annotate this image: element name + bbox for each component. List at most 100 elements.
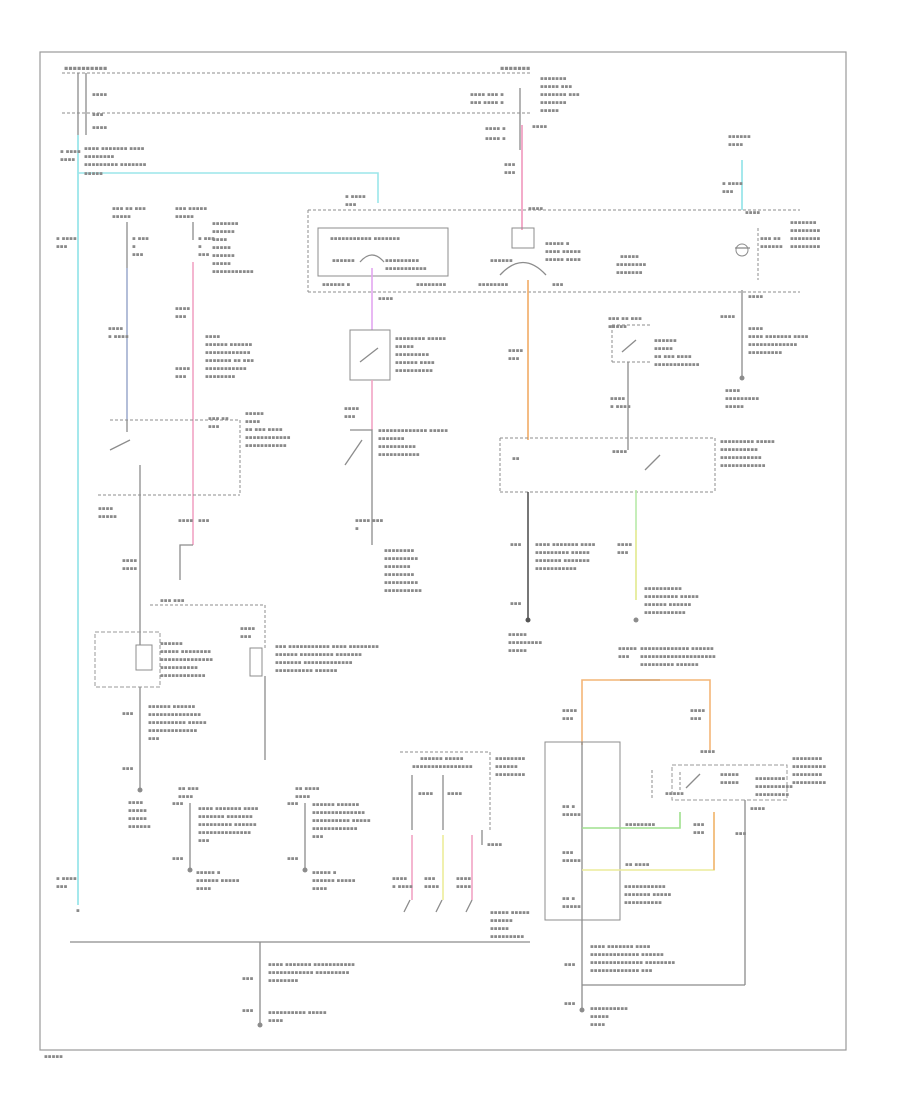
svg-text:▪▪▪: ▪▪▪ bbox=[693, 830, 705, 836]
svg-text:▪▪▪▪▪▪▪▪: ▪▪▪▪▪▪▪▪ bbox=[616, 262, 647, 268]
svg-text:▪ ▪▪▪▪: ▪ ▪▪▪▪ bbox=[392, 884, 413, 890]
svg-text:▪▪▪▪: ▪▪▪▪ bbox=[456, 884, 471, 890]
svg-text:▪▪▪▪▪▪▪▪▪▪ ▪▪▪▪▪▪: ▪▪▪▪▪▪▪▪▪▪ ▪▪▪▪▪▪ bbox=[275, 668, 338, 674]
svg-text:▪▪▪▪▪▪▪▪▪▪▪ ▪▪▪▪▪▪▪: ▪▪▪▪▪▪▪▪▪▪▪ ▪▪▪▪▪▪▪ bbox=[330, 236, 400, 242]
svg-text:▪▪▪▪: ▪▪▪▪ bbox=[205, 334, 220, 340]
svg-text:▪▪▪▪▪▪ ▪▪▪▪▪▪: ▪▪▪▪▪▪ ▪▪▪▪▪▪ bbox=[205, 342, 252, 348]
svg-text:▪▪ ▪▪▪▪: ▪▪ ▪▪▪▪ bbox=[625, 862, 650, 868]
svg-text:▪▪▪▪: ▪▪▪▪ bbox=[456, 876, 471, 882]
svg-text:▪ ▪▪▪: ▪ ▪▪▪ bbox=[132, 236, 149, 242]
svg-text:▪▪▪▪: ▪▪▪▪ bbox=[378, 296, 393, 302]
svg-text:▪▪▪▪▪▪▪▪▪: ▪▪▪▪▪▪▪▪▪ bbox=[748, 350, 782, 356]
svg-text:▪▪▪▪▪ ▪: ▪▪▪▪▪ ▪ bbox=[196, 870, 221, 876]
svg-text:▪▪▪▪: ▪▪▪▪ bbox=[212, 237, 227, 243]
svg-text:▪▪▪▪▪: ▪▪▪▪▪ bbox=[212, 261, 231, 267]
svg-text:▪▪▪▪▪▪▪▪▪▪: ▪▪▪▪▪▪▪▪▪▪ bbox=[378, 444, 416, 450]
svg-text:▪▪▪▪▪▪▪: ▪▪▪▪▪▪▪ bbox=[540, 76, 567, 82]
svg-text:▪▪▪▪▪ ▪: ▪▪▪▪▪ ▪ bbox=[545, 241, 570, 247]
svg-text:▪▪▪▪ ▪▪▪▪▪▪▪ ▪▪▪▪▪▪▪▪▪▪▪: ▪▪▪▪ ▪▪▪▪▪▪▪ ▪▪▪▪▪▪▪▪▪▪▪ bbox=[268, 962, 355, 968]
svg-text:▪▪▪▪▪▪▪▪▪▪▪▪▪: ▪▪▪▪▪▪▪▪▪▪▪▪▪ bbox=[748, 342, 797, 348]
power-distribution-box: ▪▪▪▪▪▪▪▪▪▪ ▪▪▪▪▪▪▪ ▪▪▪▪ ▪▪▪ ▪▪▪▪ ▪▪▪▪ ▪▪… bbox=[62, 64, 580, 150]
svg-text:▪▪▪▪▪▪: ▪▪▪▪▪▪ bbox=[490, 918, 513, 924]
svg-text:▪: ▪ bbox=[132, 244, 136, 250]
svg-text:▪▪▪▪ ▪: ▪▪▪▪ ▪ bbox=[485, 136, 506, 142]
svg-text:▪▪▪: ▪▪▪ bbox=[242, 976, 254, 982]
svg-text:▪▪▪▪▪: ▪▪▪▪▪ bbox=[395, 344, 414, 350]
svg-text:▪▪▪▪: ▪▪▪▪ bbox=[92, 125, 107, 131]
svg-text:▪▪▪▪ ▪▪▪▪▪▪▪ ▪▪▪▪: ▪▪▪▪ ▪▪▪▪▪▪▪ ▪▪▪▪ bbox=[198, 806, 259, 812]
svg-text:▪▪▪▪▪▪▪: ▪▪▪▪▪▪▪ bbox=[378, 436, 405, 442]
svg-text:▪▪▪▪▪▪▪▪▪▪: ▪▪▪▪▪▪▪▪▪▪ bbox=[644, 586, 682, 592]
svg-text:▪▪▪▪: ▪▪▪▪ bbox=[748, 326, 763, 332]
svg-text:▪▪▪▪▪▪▪▪▪: ▪▪▪▪▪▪▪▪▪ bbox=[792, 764, 826, 770]
svg-text:▪▪▪▪: ▪▪▪▪ bbox=[700, 749, 715, 755]
lower-right-module: ▪▪▪▪ ▪▪▪ ▪▪▪▪ ▪▪▪ ▪▪ ▪ ▪▪▪▪▪ ▪▪▪ ▪▪▪▪▪ ▪… bbox=[544, 679, 826, 1028]
svg-text:▪▪▪▪▪ ▪: ▪▪▪▪▪ ▪ bbox=[312, 870, 337, 876]
svg-text:▪▪▪▪▪▪▪: ▪▪▪▪▪▪▪ bbox=[616, 270, 643, 276]
svg-text:▪▪▪▪▪ ▪▪▪: ▪▪▪▪▪ ▪▪▪ bbox=[540, 84, 572, 90]
svg-text:▪▪▪ ▪▪▪: ▪▪▪ ▪▪▪ bbox=[160, 598, 185, 604]
svg-text:▪▪ ▪▪▪: ▪▪ ▪▪▪ bbox=[178, 786, 199, 792]
svg-text:▪▪▪▪▪▪▪ ▪▪ ▪▪▪: ▪▪▪▪▪▪▪ ▪▪ ▪▪▪ bbox=[205, 358, 254, 364]
svg-text:▪▪▪▪▪ ▪▪▪▪: ▪▪▪▪▪ ▪▪▪▪ bbox=[545, 257, 581, 263]
svg-text:▪▪▪▪▪▪: ▪▪▪▪▪▪ bbox=[212, 253, 235, 259]
svg-text:▪▪▪▪▪▪▪▪▪▪▪▪▪▪: ▪▪▪▪▪▪▪▪▪▪▪▪▪▪ bbox=[160, 657, 213, 663]
svg-text:▪▪▪▪▪: ▪▪▪▪▪ bbox=[725, 404, 744, 410]
svg-text:▪▪▪▪▪▪▪▪▪: ▪▪▪▪▪▪▪▪▪ bbox=[755, 792, 789, 798]
svg-text:▪▪▪▪: ▪▪▪▪ bbox=[344, 406, 359, 412]
right-light-blue-circuit: ▪▪▪▪▪▪ ▪▪▪▪ ▪ ▪▪▪▪ ▪▪▪ bbox=[722, 134, 751, 210]
svg-text:▪▪▪: ▪▪▪ bbox=[344, 414, 356, 420]
svg-text:▪▪▪▪▪▪▪▪▪: ▪▪▪▪▪▪▪▪▪ bbox=[384, 580, 418, 586]
svg-text:▪▪▪: ▪▪▪ bbox=[56, 884, 68, 890]
svg-text:▪▪▪▪▪: ▪▪▪▪▪ bbox=[562, 904, 581, 910]
svg-text:▪▪▪: ▪▪▪ bbox=[312, 834, 324, 840]
svg-text:▪▪▪▪▪▪▪ ▪▪▪▪▪▪▪▪▪▪▪▪▪: ▪▪▪▪▪▪▪ ▪▪▪▪▪▪▪▪▪▪▪▪▪ bbox=[275, 660, 353, 666]
left-light-blue-circuit: ▪ ▪▪▪▪ ▪▪▪▪ ▪▪▪▪ ▪▪▪▪▪▪▪ ▪▪▪▪ ▪▪▪▪▪▪▪▪ ▪… bbox=[56, 135, 379, 914]
svg-text:▪▪▪▪▪▪ ▪▪▪▪▪▪▪▪▪ ▪▪▪▪▪▪▪: ▪▪▪▪▪▪ ▪▪▪▪▪▪▪▪▪ ▪▪▪▪▪▪▪ bbox=[275, 652, 362, 658]
multi-pin-connector: ▪▪▪▪▪▪ ▪▪▪▪▪ ▪▪▪▪▪▪▪▪▪▪▪▪▪▪▪▪ ▪▪▪▪ ▪▪▪▪ … bbox=[392, 751, 530, 940]
svg-text:▪▪▪▪▪▪▪▪ ▪▪▪▪▪: ▪▪▪▪▪▪▪▪ ▪▪▪▪▪ bbox=[395, 336, 446, 342]
svg-text:▪▪▪: ▪▪▪ bbox=[510, 542, 522, 548]
svg-text:▪▪▪▪▪▪▪▪▪▪▪▪▪▪: ▪▪▪▪▪▪▪▪▪▪▪▪▪▪ bbox=[148, 712, 201, 718]
svg-text:▪▪▪▪: ▪▪▪▪ bbox=[92, 92, 107, 98]
svg-text:▪▪▪▪▪▪▪▪▪▪: ▪▪▪▪▪▪▪▪▪▪ bbox=[384, 588, 422, 594]
svg-text:▪▪▪▪▪▪▪ ▪▪▪▪▪: ▪▪▪▪▪▪▪ ▪▪▪▪▪ bbox=[624, 892, 671, 898]
svg-text:▪▪▪: ▪▪▪ bbox=[564, 1001, 576, 1007]
svg-text:▪▪▪▪▪▪▪▪: ▪▪▪▪▪▪▪▪ bbox=[84, 154, 115, 160]
svg-text:▪▪ ▪▪▪▪: ▪▪ ▪▪▪▪ bbox=[295, 786, 320, 792]
svg-text:▪▪▪▪▪▪▪▪▪▪▪▪: ▪▪▪▪▪▪▪▪▪▪▪▪ bbox=[160, 673, 206, 679]
svg-text:▪▪▪▪▪▪▪▪: ▪▪▪▪▪▪▪▪ bbox=[792, 772, 823, 778]
svg-text:▪▪▪▪▪▪▪▪: ▪▪▪▪▪▪▪▪ bbox=[625, 822, 656, 828]
svg-text:▪▪▪: ▪▪▪ bbox=[198, 252, 210, 258]
svg-text:▪▪▪: ▪▪▪ bbox=[122, 766, 134, 772]
svg-text:▪▪▪▪ ▪▪▪▪▪: ▪▪▪▪ ▪▪▪▪▪ bbox=[545, 249, 581, 255]
svg-text:▪▪▪▪▪▪▪▪▪ ▪▪▪▪▪▪▪: ▪▪▪▪▪▪▪▪▪ ▪▪▪▪▪▪▪ bbox=[84, 162, 147, 168]
right-upper-column: ▪▪▪▪ ▪▪▪▪ ▪▪▪▪ ▪▪▪▪ ▪▪▪▪▪▪▪ ▪▪▪▪ ▪▪▪▪▪▪▪… bbox=[608, 290, 809, 450]
svg-text:▪▪▪▪▪▪▪▪▪▪▪▪: ▪▪▪▪▪▪▪▪▪▪▪▪ bbox=[654, 362, 700, 368]
svg-text:▪▪▪▪▪: ▪▪▪▪▪ bbox=[562, 812, 581, 818]
svg-text:▪▪▪▪▪▪▪: ▪▪▪▪▪▪▪ bbox=[500, 64, 530, 72]
svg-text:▪▪▪▪: ▪▪▪▪ bbox=[725, 388, 740, 394]
svg-text:▪▪▪▪▪▪▪▪▪▪▪: ▪▪▪▪▪▪▪▪▪▪▪ bbox=[212, 269, 254, 275]
svg-text:▪▪▪▪: ▪▪▪▪ bbox=[424, 884, 439, 890]
svg-text:▪▪▪▪▪▪▪▪▪▪▪▪: ▪▪▪▪▪▪▪▪▪▪▪▪ bbox=[205, 350, 251, 356]
svg-text:▪▪▪▪▪▪▪▪▪▪▪▪ ▪▪▪▪▪▪▪▪▪: ▪▪▪▪▪▪▪▪▪▪▪▪ ▪▪▪▪▪▪▪▪▪ bbox=[268, 970, 350, 976]
svg-text:▪▪▪ ▪▪: ▪▪▪ ▪▪ bbox=[760, 236, 781, 242]
svg-text:▪▪▪▪▪▪▪▪▪▪▪▪▪▪: ▪▪▪▪▪▪▪▪▪▪▪▪▪▪ bbox=[312, 810, 365, 816]
svg-text:▪▪▪▪▪: ▪▪▪▪▪ bbox=[508, 648, 527, 654]
svg-text:▪ ▪▪▪▪: ▪ ▪▪▪▪ bbox=[108, 334, 129, 340]
svg-text:▪▪▪: ▪▪▪ bbox=[172, 856, 184, 862]
svg-text:▪▪▪▪: ▪▪▪▪ bbox=[590, 1022, 605, 1028]
svg-text:▪▪▪▪▪▪▪▪▪▪▪▪: ▪▪▪▪▪▪▪▪▪▪▪▪ bbox=[720, 463, 766, 469]
svg-text:▪▪▪ ▪▪ ▪▪▪: ▪▪▪ ▪▪ ▪▪▪ bbox=[608, 316, 642, 322]
svg-text:▪▪▪▪: ▪▪▪▪ bbox=[748, 294, 763, 300]
svg-text:▪▪▪▪▪▪▪▪▪▪▪: ▪▪▪▪▪▪▪▪▪▪▪ bbox=[378, 452, 420, 458]
svg-text:▪▪▪: ▪▪▪ bbox=[504, 162, 516, 168]
svg-text:▪▪▪▪: ▪▪▪▪ bbox=[108, 326, 123, 332]
svg-text:▪▪▪▪▪▪▪▪: ▪▪▪▪▪▪▪▪ bbox=[790, 228, 821, 234]
svg-text:▪▪▪▪▪▪▪▪▪▪▪: ▪▪▪▪▪▪▪▪▪▪▪ bbox=[720, 455, 762, 461]
svg-text:▪▪▪▪▪▪▪▪▪▪▪▪▪▪ ▪▪▪▪▪▪▪▪: ▪▪▪▪▪▪▪▪▪▪▪▪▪▪ ▪▪▪▪▪▪▪▪ bbox=[590, 960, 675, 966]
svg-text:▪▪ ▪: ▪▪ ▪ bbox=[562, 896, 575, 902]
svg-text:▪▪▪▪▪▪▪▪: ▪▪▪▪▪▪▪▪ bbox=[790, 244, 821, 250]
svg-text:▪▪▪▪▪▪▪▪▪▪▪▪▪▪▪▪: ▪▪▪▪▪▪▪▪▪▪▪▪▪▪▪▪ bbox=[412, 764, 473, 770]
